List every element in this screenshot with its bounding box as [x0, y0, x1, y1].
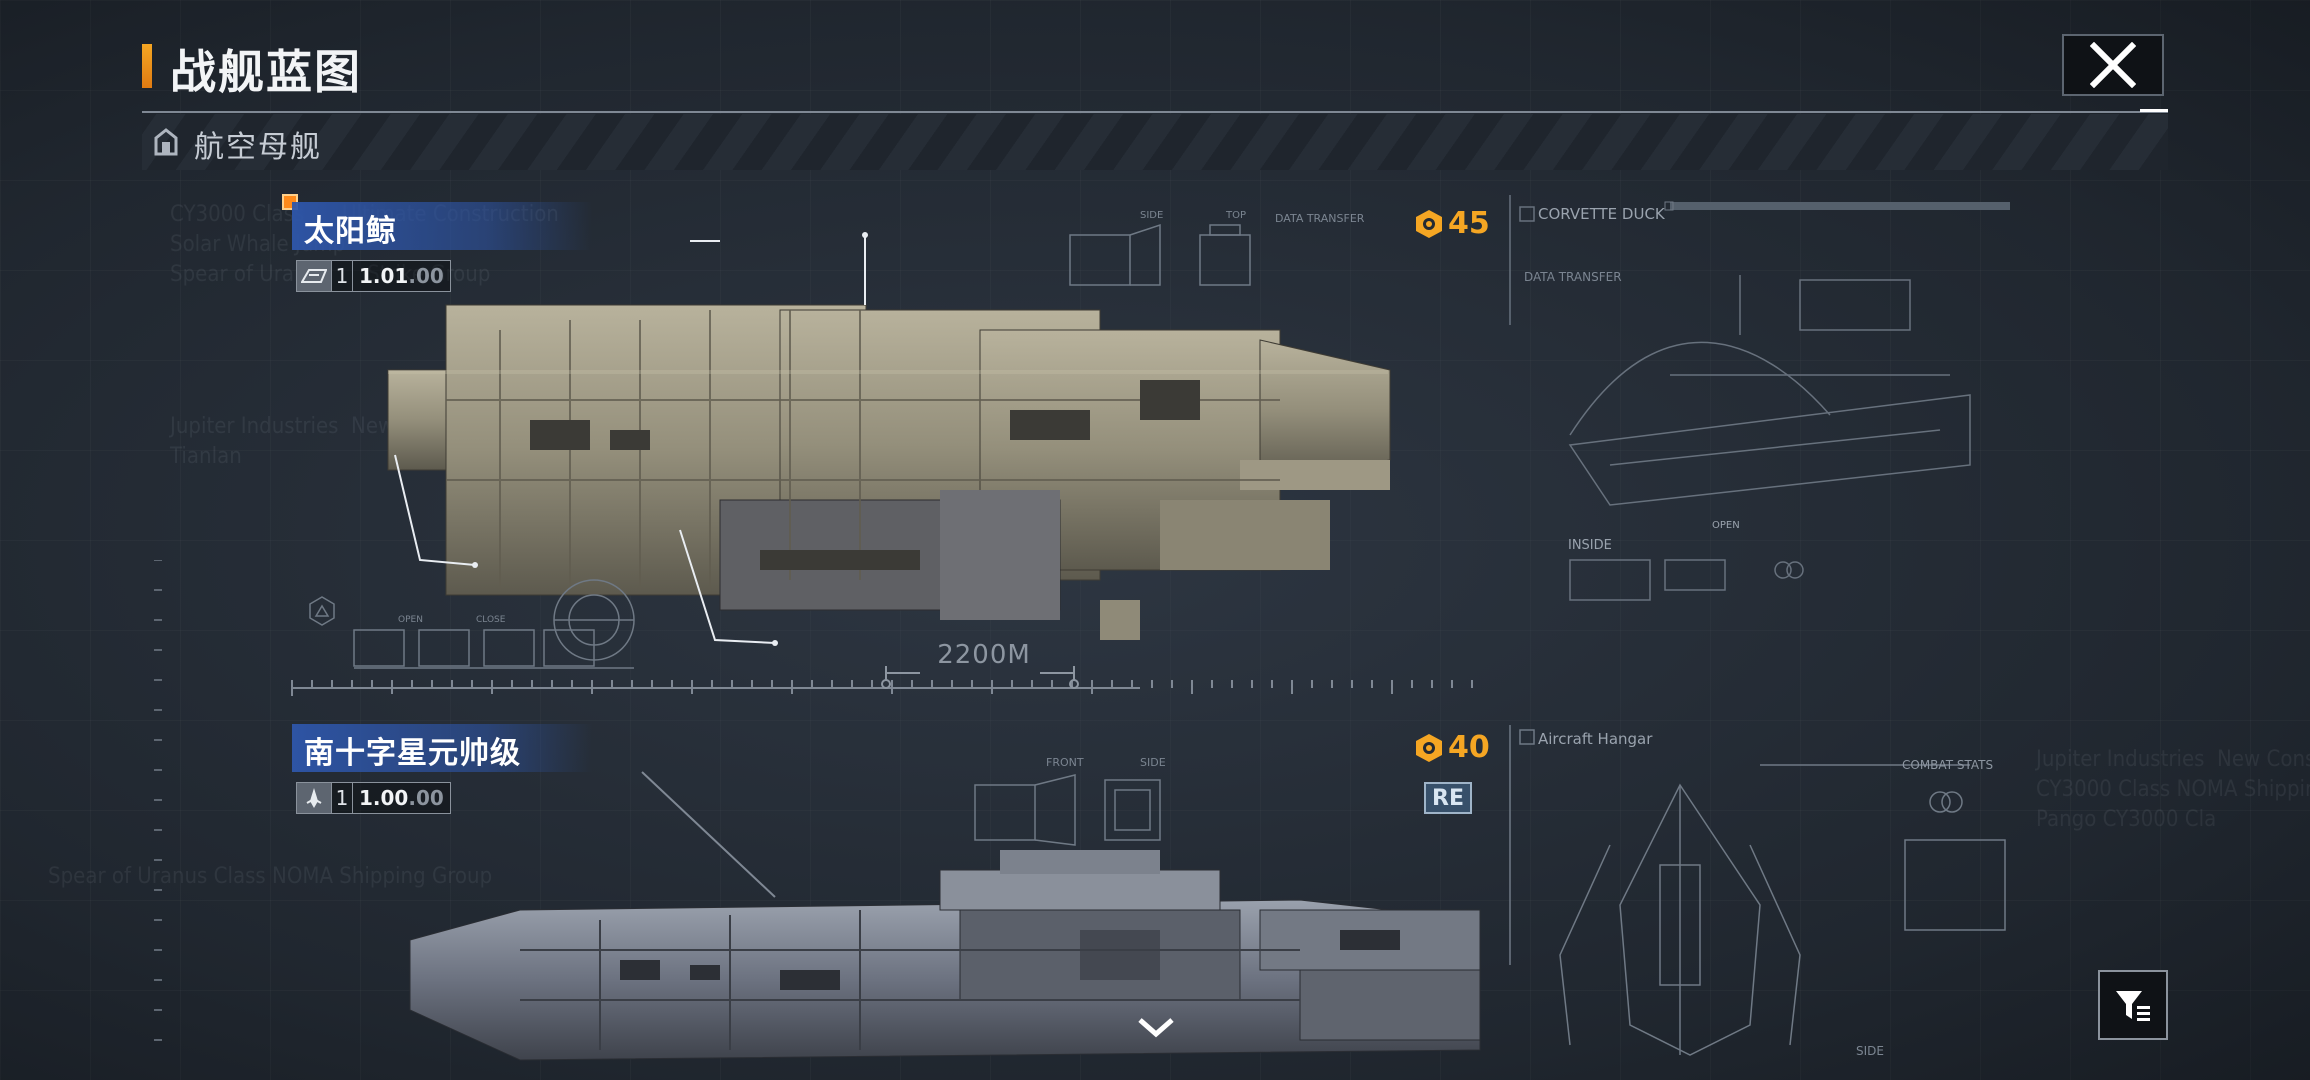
ship-card-nanshizixing[interactable]: 南十字星元帅级 1 1.00.00: [292, 724, 1492, 1080]
version-index: 1: [331, 783, 353, 813]
blueprint-panel-title: CORVETTE DUCK: [1538, 205, 1665, 223]
category-label: 航空母舰: [194, 130, 322, 165]
blueprint-panel-title-2: Aircraft Hangar: [1538, 730, 1653, 748]
refit-badge: RE: [1424, 782, 1472, 814]
blueprint-front: FRONT: [1046, 756, 1084, 769]
close-button[interactable]: [2062, 34, 2164, 96]
hexagon-gear-icon: [1416, 733, 1442, 762]
scale-bar: [881, 666, 1079, 689]
blueprint-combat-stats: COMBAT STATS: [1902, 758, 1994, 772]
ship-1-mini-blueprint: [309, 579, 635, 669]
blueprint-open: OPEN: [1712, 520, 1740, 531]
ship-name-plate: 太阳鲸: [292, 202, 592, 250]
ship-name: 太阳鲸: [304, 214, 397, 249]
blueprint-side-3: SIDE: [1856, 1044, 1884, 1058]
category-bar[interactable]: 航空母舰: [142, 114, 2168, 170]
version-value: 1.00.00: [359, 786, 444, 810]
background-decoration: Jupiter Industries New Constellati CY300…: [2036, 747, 2310, 832]
blueprint-top: TOP: [1226, 210, 1247, 221]
ship-image-taiyangjing: [387, 304, 1391, 640]
ship-class-icon: [297, 783, 331, 813]
ship-2-top-schematic: [974, 774, 1161, 846]
ship-2-annotation: [641, 771, 776, 898]
header-divider: [142, 111, 2168, 113]
hexagon-gear-icon: [1416, 209, 1442, 238]
hangar-icon: [154, 128, 178, 156]
close-icon: [2090, 42, 2136, 88]
version-index: 1: [331, 261, 353, 291]
version-box: 1 1.01.00: [296, 260, 451, 292]
ship-1-blueprint-panel: [1509, 195, 2010, 601]
blueprint-side-2: SIDE: [1140, 756, 1166, 769]
ship-cost: 45: [1414, 206, 1490, 241]
ruler: [291, 680, 1473, 694]
ship-cost: 40: [1414, 730, 1490, 765]
header-divider-cap: [2140, 109, 2168, 112]
ship-2-blueprint-panel: [1509, 725, 2006, 1056]
ship-name-plate: 南十字星元帅级: [292, 724, 592, 772]
filter-button[interactable]: [2098, 970, 2168, 1040]
scale-label: 2200M: [937, 640, 1031, 670]
ship-card-taiyangjing[interactable]: 太阳鲸 1 1.01.00: [292, 202, 1492, 702]
filter-icon: [2116, 991, 2150, 1021]
blueprint-side: SIDE: [1140, 210, 1164, 221]
title-accent: [142, 44, 152, 88]
left-ruler: [154, 560, 162, 1041]
blueprint-data-transfer: DATA TRANSFER: [1524, 270, 1622, 284]
blueprint-open-small: OPEN: [398, 615, 423, 625]
blueprint-data-transfer-2: DATA TRANSFER: [1275, 212, 1365, 225]
ship-image-nanshizixing: [409, 850, 1481, 1061]
chevron-down-icon[interactable]: [1136, 1016, 1176, 1040]
background-decoration: Spear of Uranus Class NOMA Shipping Grou…: [48, 864, 493, 889]
blueprint-close-small: CLOSE: [476, 615, 506, 625]
version-box: 1 1.00.00: [296, 782, 451, 814]
page-title: 战舰蓝图: [170, 45, 362, 99]
version-value: 1.01.00: [359, 264, 444, 288]
blueprint-inside: INSIDE: [1568, 538, 1612, 553]
ship-class-icon: [297, 261, 331, 291]
ship-name: 南十字星元帅级: [304, 736, 521, 771]
ship-1-top-schematic: [1069, 223, 1251, 286]
